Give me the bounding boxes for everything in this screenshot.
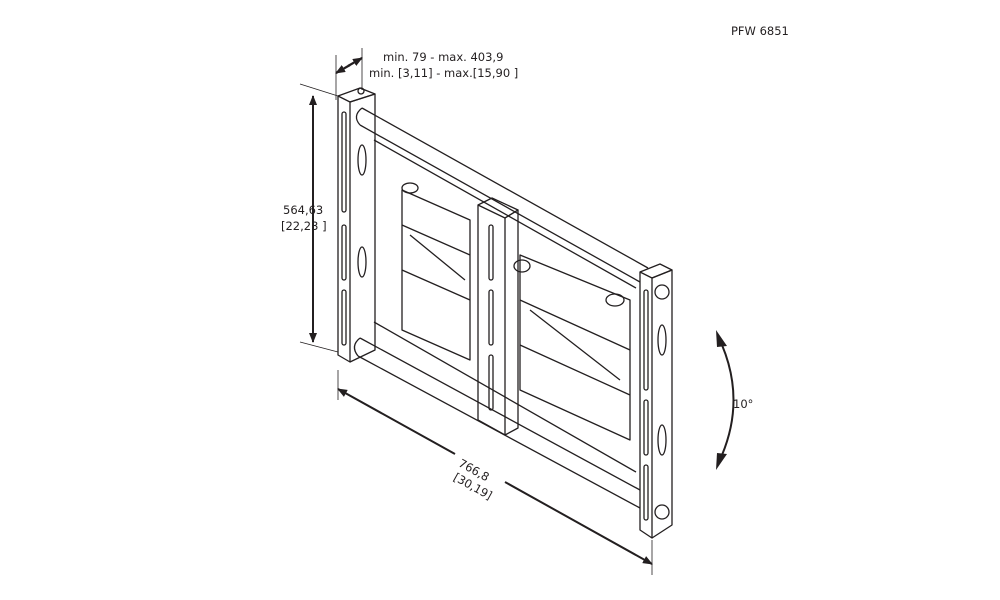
right-wall-bracket [639, 263, 673, 539]
height-label-inch: [22,23 ] [281, 219, 327, 233]
depth-dimension [335, 48, 363, 100]
tilt-arrow [716, 330, 735, 470]
depth-label-inch: min. [3,11] - max.[15,90 ] [369, 66, 519, 80]
model-label: PFW 6851 [731, 24, 789, 38]
bottom-rail [353, 321, 641, 509]
center-plate [477, 197, 519, 436]
swing-arms [401, 182, 631, 441]
depth-label-mm: min. 79 - max. 403,9 [383, 50, 504, 64]
left-wall-bracket [337, 87, 376, 363]
height-label-mm: 564,63 [283, 203, 324, 217]
top-rail [355, 107, 649, 289]
tilt-label: 10° [733, 397, 754, 411]
width-dimension [337, 370, 653, 575]
height-dimension [299, 83, 339, 353]
